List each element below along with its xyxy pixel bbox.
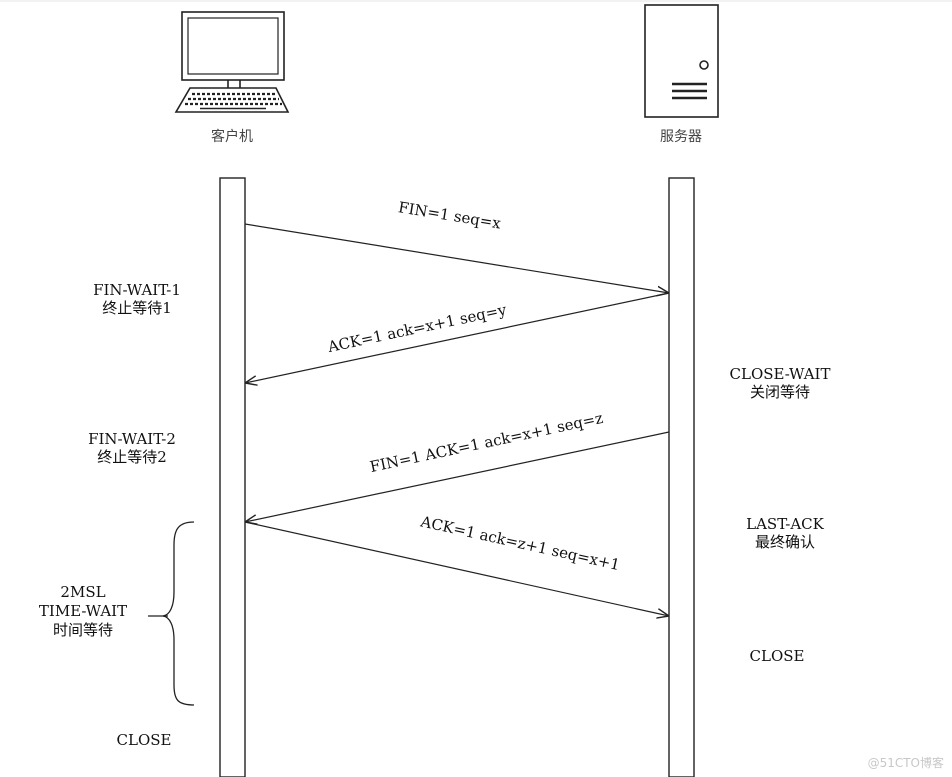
server-state-close: CLOSE bbox=[750, 647, 805, 665]
state-code: CLOSE bbox=[749, 647, 805, 665]
state-desc: 终止等待2 bbox=[97, 448, 167, 466]
arrow-ack-1 bbox=[245, 292, 670, 383]
state-code: CLOSE bbox=[116, 731, 172, 749]
state-code: CLOSE-WAIT bbox=[729, 365, 831, 383]
state-code: LAST-ACK bbox=[746, 515, 824, 533]
server-label: 服务器 bbox=[660, 129, 702, 145]
state-desc: 最终确认 bbox=[754, 533, 816, 551]
server-state-last-ack: LAST-ACK 最终确认 bbox=[746, 515, 824, 551]
state-code: TIME-WAIT bbox=[38, 602, 128, 620]
client-state-fin-wait-1: FIN-WAIT-1 终止等待1 bbox=[93, 281, 181, 317]
time-wait-brace bbox=[162, 521, 195, 706]
watermark: @51CTO博客 bbox=[867, 756, 944, 770]
state-code: FIN-WAIT-2 bbox=[88, 430, 176, 448]
client-state-close: CLOSE bbox=[117, 731, 172, 749]
state-desc: 终止等待1 bbox=[102, 299, 172, 317]
state-desc: 关闭等待 bbox=[749, 383, 811, 401]
server-lifeline bbox=[668, 177, 695, 777]
arrow-ack-2 bbox=[244, 521, 669, 616]
server-tower-icon bbox=[644, 4, 719, 118]
state-desc: 时间等待 bbox=[52, 621, 114, 639]
arrow-fin-1 bbox=[244, 223, 669, 293]
state-code: FIN-WAIT-1 bbox=[93, 281, 181, 299]
client-state-time-wait: 2MSL TIME-WAIT 时间等待 bbox=[39, 583, 127, 640]
computer-icon bbox=[174, 11, 290, 113]
client-state-fin-wait-2: FIN-WAIT-2 终止等待2 bbox=[88, 430, 176, 466]
client-lifeline bbox=[219, 177, 246, 777]
arrow-fin-2 bbox=[245, 431, 670, 522]
state-duration: 2MSL bbox=[60, 583, 106, 601]
client-label: 客户机 bbox=[211, 129, 253, 145]
server-state-close-wait: CLOSE-WAIT 关闭等待 bbox=[730, 365, 831, 401]
